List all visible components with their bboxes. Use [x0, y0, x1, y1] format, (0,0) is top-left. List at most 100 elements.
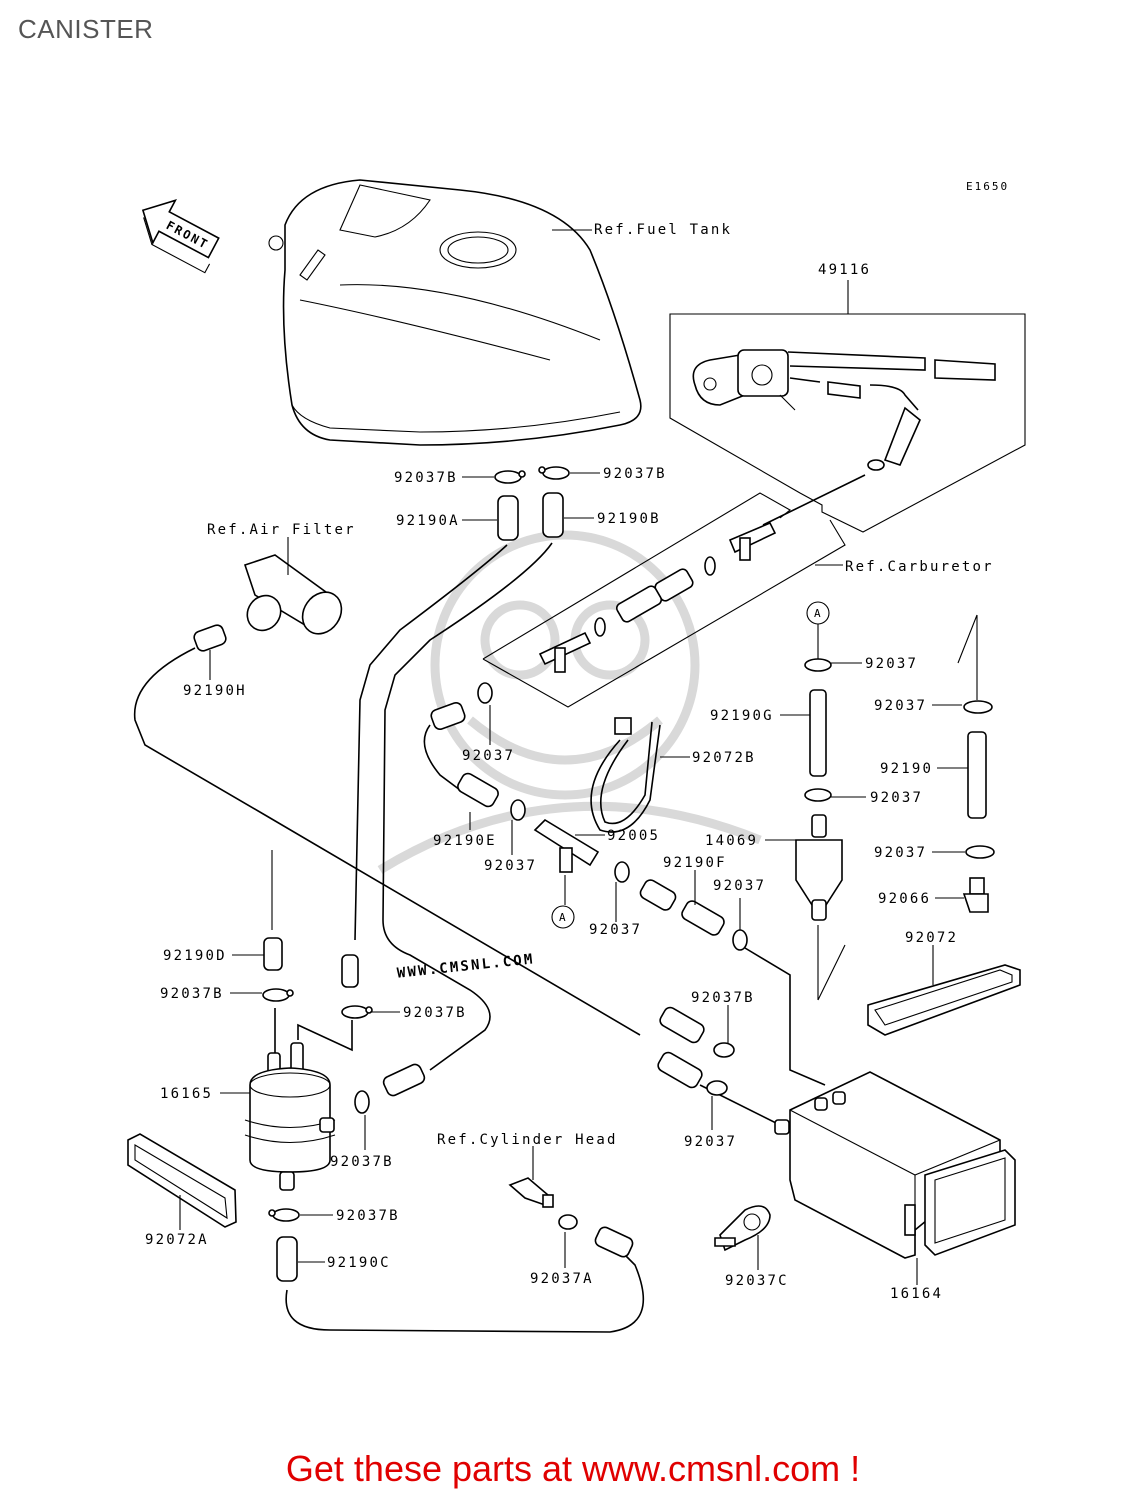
label-16164: 16164	[890, 1286, 943, 1302]
hose-92190a-icon	[497, 495, 519, 541]
carburetor-fittings-illustration	[538, 521, 777, 673]
label-92072a: 92072A	[145, 1232, 209, 1248]
hose-92190e-icon	[457, 772, 499, 808]
promo-prefix: Get these parts at	[285, 1448, 583, 1489]
label-92037-small: 92037	[589, 922, 642, 938]
hose-clip-top-right-icon	[538, 466, 570, 480]
ref-cylinder-head-label: Ref.Cylinder Head	[437, 1132, 618, 1148]
ref-carburetor-label: Ref.Carburetor	[845, 559, 994, 575]
label-16165: 16165	[160, 1086, 213, 1102]
label-49116: 49116	[818, 262, 871, 278]
label-92190d: 92190D	[163, 948, 227, 964]
label-92190b: 92190B	[597, 511, 661, 527]
label-92190a: 92190A	[396, 513, 460, 529]
ref-air-filter-label: Ref.Air Filter	[207, 522, 356, 538]
cable-tie-92072b-icon	[590, 717, 661, 833]
strap-92072-icon	[867, 964, 1021, 1036]
marker-a-bottom-label: A	[559, 911, 568, 924]
filter-14069-illustration	[795, 814, 843, 921]
clip-92037-mid-icon	[510, 799, 526, 821]
hose-clip-92037b-right-icon	[713, 1042, 735, 1058]
hose-92190d-icon	[263, 937, 283, 971]
hose-canister-b-icon	[657, 1051, 703, 1089]
label-92037-canister: 92037	[684, 1134, 737, 1150]
label-92037-right-bottom: 92037	[874, 845, 927, 861]
watermark-url: WWW.CMSNL.COM	[396, 951, 535, 981]
label-92037-g: 92037	[870, 790, 923, 806]
hose-clip-top-left-icon	[494, 470, 526, 484]
hose-clip-92037b-bottom-icon	[268, 1208, 300, 1222]
fuel-tank-illustration	[268, 179, 642, 446]
clip-icon	[867, 459, 885, 471]
label-92190h: 92190H	[183, 683, 247, 699]
hose-92190c-icon	[276, 1236, 298, 1282]
clip-92037-small-icon	[614, 861, 630, 883]
hose-92190f-b-icon	[681, 900, 725, 936]
label-92072: 92072	[905, 930, 958, 946]
air-filter-fitting-illustration	[243, 554, 343, 635]
label-92190f: 92190F	[663, 855, 727, 871]
page-title: CANISTER	[18, 14, 154, 44]
hose-92190f-a-icon	[639, 879, 677, 911]
label-92037b-top-left: 92037B	[394, 470, 458, 486]
label-92066: 92066	[878, 891, 931, 907]
promo-banner: Get these parts at www.cmsnl.com !	[0, 1448, 1146, 1490]
hose-92190h-icon	[193, 624, 227, 652]
canister-16164-illustration	[774, 1071, 1016, 1259]
hose-clip-92037b-pump-icon	[354, 1090, 370, 1114]
ref-fuel-tank-label: Ref.Fuel Tank	[594, 222, 732, 238]
exploded-parts-diagram: WWW.CMSNL.COM E1650 FRONT Ref.Fuel Tank …	[127, 179, 1026, 1333]
label-92037c: 92037C	[725, 1273, 789, 1289]
petcock-assembly-box	[669, 313, 1026, 533]
label-92190e: 92190E	[433, 833, 497, 849]
label-92037-carb: 92037	[462, 748, 515, 764]
hose-92190-icon	[967, 731, 987, 819]
clip-92037-right-top-icon	[963, 700, 993, 714]
label-92037-mid: 92037	[484, 858, 537, 874]
fuel-petcock-illustration	[692, 349, 996, 466]
label-92037a: 92037A	[530, 1271, 594, 1287]
promo-link[interactable]: www.cmsnl.com	[582, 1448, 841, 1489]
hose-clip-92037b-left-icon	[262, 988, 294, 1002]
label-92037b-left: 92037B	[160, 986, 224, 1002]
label-92037-f: 92037	[713, 878, 766, 894]
promo-suffix: !	[840, 1448, 861, 1489]
clip-92037a-icon	[558, 1214, 578, 1230]
label-92190c: 92190C	[327, 1255, 391, 1271]
hose-92190g-icon	[809, 689, 827, 777]
hose-clip-92037b-mid-icon	[341, 1005, 373, 1019]
hose-short-left-icon	[341, 954, 359, 988]
marker-a-top-label: A	[814, 607, 823, 620]
clip-92037-canister-icon	[706, 1080, 728, 1096]
hose-92190b-icon	[542, 492, 564, 538]
front-arrow-icon: FRONT	[141, 199, 220, 274]
clip-92037-top-icon	[804, 658, 832, 672]
nipple-fitting-cylinder-head-icon	[508, 1177, 554, 1208]
label-92037b-pump: 92037B	[330, 1154, 394, 1170]
label-92037b-bottom: 92037B	[336, 1208, 400, 1224]
label-92005: 92005	[607, 828, 660, 844]
fitting-92066-icon	[962, 877, 989, 913]
marker-a-bottom	[551, 905, 575, 929]
hose-pump-outlet-icon	[382, 1063, 426, 1097]
label-92037-right-top: 92037	[874, 698, 927, 714]
label-92190g: 92190G	[710, 708, 774, 724]
clip-92037-g-icon	[804, 788, 832, 802]
label-92037b-top-right: 92037B	[603, 466, 667, 482]
clip-92037-right-bottom-icon	[965, 845, 995, 859]
clamp-92037c-icon	[714, 1205, 771, 1252]
strap-92072a-icon	[127, 1133, 237, 1228]
fuel-pump-16165-illustration	[244, 1042, 336, 1191]
label-92037b-right: 92037B	[691, 990, 755, 1006]
figure-code: E1650	[966, 180, 1009, 193]
hose-canister-a-icon	[659, 1006, 705, 1044]
hose-cylinder-head-icon	[594, 1226, 634, 1258]
clip-92037-carb-icon	[477, 682, 493, 704]
label-92072b: 92072B	[692, 750, 756, 766]
label-92037b-mid: 92037B	[403, 1005, 467, 1021]
tee-fitting-92005-icon	[533, 818, 600, 873]
clip-92037-f-icon	[732, 929, 748, 951]
label-92037-top: 92037	[865, 656, 918, 672]
hose-short-icon	[430, 702, 466, 730]
label-14069: 14069	[705, 833, 758, 849]
